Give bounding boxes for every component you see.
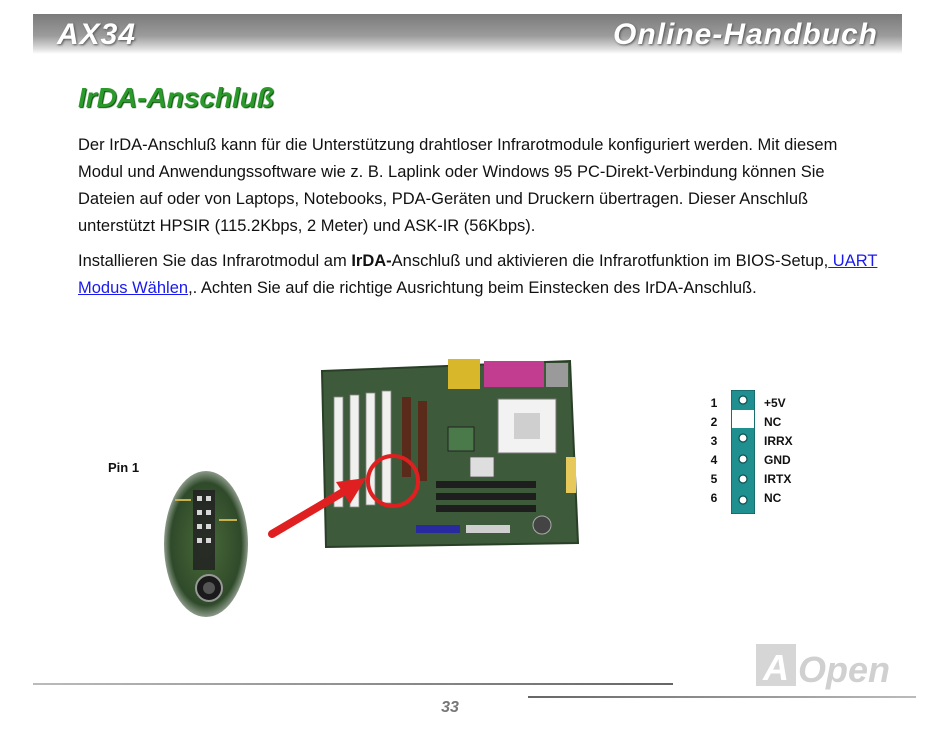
pin-number: 2 (710, 415, 718, 429)
connector-closeup-image (164, 471, 248, 617)
page-header: AX34 Online-Handbuch (33, 14, 902, 54)
intro-paragraph: Der IrDA-Anschluß kann für die Unterstüt… (78, 136, 838, 235)
pin-number: 3 (710, 434, 718, 448)
install-text-3: ,. Achten Sie auf die richtige Ausrichtu… (188, 279, 757, 297)
page-number: 33 (441, 699, 459, 716)
install-text-1: Installieren Sie das Infrarotmodul am (78, 252, 352, 270)
install-text-2: Anschluß und aktivieren die Infrarotfunk… (391, 252, 829, 270)
pin-signal: IRTX (764, 472, 792, 486)
svg-text:A: A (762, 647, 789, 688)
pin1-label: Pin 1 (108, 460, 140, 475)
pin-signal: +5V (764, 396, 786, 410)
install-text-bold: IrDA- (351, 252, 392, 270)
pointer-arrow-icon (268, 478, 366, 538)
pin-header-icon (731, 390, 755, 514)
pin-number: 6 (710, 491, 718, 505)
svg-text:Open: Open (798, 649, 890, 690)
pin-number: 5 (710, 472, 718, 486)
pin-signal: GND (764, 453, 791, 467)
header-model: AX34 (57, 18, 137, 51)
uart-mode-link[interactable]: UART Modus Wählen (78, 252, 878, 297)
aopen-logo: A Open (756, 644, 890, 690)
footer-divider (33, 683, 673, 685)
pin-signal: NC (764, 415, 782, 429)
pin-signal: IRRX (764, 434, 793, 448)
header-manual-title: Online-Handbuch (613, 18, 878, 51)
footer-divider (528, 696, 916, 698)
page-title: IrDA-Anschluß (78, 82, 274, 113)
motherboard-image (320, 359, 580, 549)
pin-signal: NC (764, 491, 782, 505)
pin-number: 1 (710, 396, 718, 410)
pin-number: 4 (710, 453, 718, 467)
install-paragraph: Installieren Sie das Infrarotmodul am Ir… (78, 248, 878, 302)
